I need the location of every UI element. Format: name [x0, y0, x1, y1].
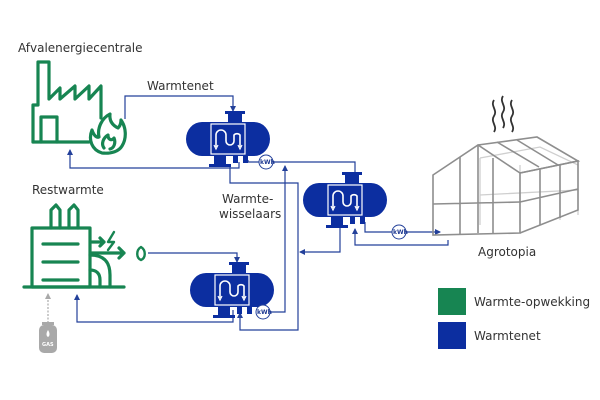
- waste-plant-icon: [31, 60, 127, 155]
- heat-exchangers-label-line2: wisselaars: [219, 207, 281, 221]
- residual-heat-plant-icon: [22, 203, 146, 289]
- svg-text:kWh: kWh: [393, 229, 408, 236]
- gas-label: GAS: [42, 342, 54, 348]
- legend-item-generation: Warmte-opwekking: [438, 288, 590, 315]
- heat-exchanger-1: [185, 110, 271, 168]
- kwh-meter-2: kWh: [391, 224, 408, 240]
- gas-cylinder-icon: GAS: [39, 293, 57, 353]
- heat-network-label: Warmtenet: [147, 79, 214, 93]
- residual-heat-label: Restwarmte: [32, 183, 104, 197]
- waste-plant-label: Afvalenergiecentrale: [18, 41, 143, 55]
- legend-label-network: Warmtenet: [474, 328, 541, 343]
- kwh-meter-3: kWh: [255, 304, 272, 320]
- legend-label-generation: Warmte-opwekking: [474, 294, 591, 309]
- heat-exchangers-label-line1: Warmte-: [222, 192, 273, 206]
- greenhouse-label: Agrotopia: [478, 245, 536, 259]
- kwh-meter-1: kWh: [258, 154, 275, 170]
- legend-item-network: Warmtenet: [438, 322, 541, 349]
- legend-swatch-network: [438, 322, 466, 349]
- svg-text:kWh: kWh: [257, 309, 272, 316]
- greenhouse-icon: [432, 95, 581, 236]
- svg-text:kWh: kWh: [260, 159, 275, 166]
- legend-swatch-generation: [438, 288, 466, 315]
- heat-exchanger-2: [302, 171, 388, 229]
